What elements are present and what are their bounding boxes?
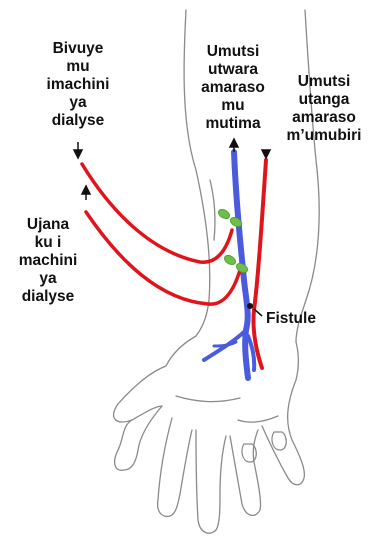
arrows xyxy=(74,139,270,200)
label-artery-line-3: amaraso xyxy=(274,109,374,127)
label-vein-line-2: utwara xyxy=(180,61,286,79)
label-from-machine-line-3: imachini xyxy=(22,76,134,94)
label-vein-to-heart: Umutsi utwara amaraso mu mutima xyxy=(180,43,286,133)
label-to-machine: Ujana ku i machini ya dialyse xyxy=(6,216,90,306)
label-to-machine-line-4: ya xyxy=(6,270,90,288)
forearm-inner-line xyxy=(210,180,215,240)
palm-outline xyxy=(114,336,196,422)
arrow-from-machine-head xyxy=(74,150,82,158)
label-from-machine-line-1: Bivuye xyxy=(22,40,134,58)
nail-2 xyxy=(272,432,286,450)
label-to-machine-line-2: ku i xyxy=(6,234,90,252)
label-fistula: Fistule xyxy=(266,310,332,328)
clamp-lower-b xyxy=(235,262,249,275)
label-vein-line-4: mu xyxy=(180,97,286,115)
thumb xyxy=(115,406,162,470)
label-from-machine: Bivuye mu imachini ya dialyse xyxy=(22,40,134,130)
clamp-lower-a xyxy=(223,254,237,267)
label-artery-line-1: Umutsi xyxy=(274,73,374,91)
index-finger xyxy=(158,418,192,516)
little-finger xyxy=(262,342,304,485)
label-fistula-text: Fistule xyxy=(266,310,332,328)
arrow-vein-to-heart-head xyxy=(230,139,238,147)
return-line xyxy=(82,164,232,262)
label-from-machine-line-2: mu xyxy=(22,58,134,76)
ring-finger xyxy=(230,430,261,515)
label-from-machine-line-5: dialyse xyxy=(22,112,134,130)
label-to-machine-line-3: machini xyxy=(6,252,90,270)
label-vein-line-3: amaraso xyxy=(180,79,286,97)
label-to-machine-line-1: Ujana xyxy=(6,216,90,234)
label-artery-line-4: m’umubiri xyxy=(274,127,374,145)
label-to-machine-line-5: dialyse xyxy=(6,288,90,306)
knuckle-line xyxy=(238,416,278,422)
label-from-machine-line-4: ya xyxy=(22,94,134,112)
arrow-artery-head xyxy=(262,150,270,158)
label-artery-to-body: Umutsi utanga amaraso m’umubiri xyxy=(274,73,374,145)
arrow-to-machine-head xyxy=(82,186,90,194)
artery xyxy=(253,160,266,368)
clamps xyxy=(217,208,249,275)
fistula-junction xyxy=(247,303,253,309)
label-vein-line-1: Umutsi xyxy=(180,43,286,61)
clamp-upper-a xyxy=(217,208,231,221)
label-vein-line-5: mutima xyxy=(180,115,286,133)
label-artery-line-2: utanga xyxy=(274,91,374,109)
middle-finger xyxy=(196,430,226,533)
vein-branch-small xyxy=(214,342,236,346)
palm-crease xyxy=(176,396,240,402)
forearm-right-edge xyxy=(296,10,319,342)
